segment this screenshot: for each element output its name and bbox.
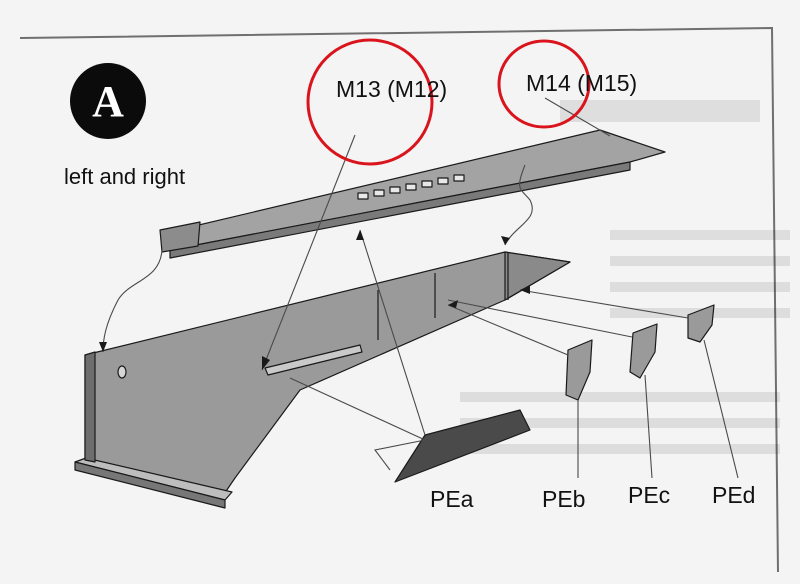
callout-peb: PEb	[542, 486, 586, 512]
m14-highlight-circle	[497, 39, 591, 129]
upper-rail-part	[159, 129, 666, 259]
m13-highlight-circle	[306, 38, 434, 166]
leader-lines	[102, 97, 739, 479]
lower-side-wall-part	[74, 251, 571, 509]
callout-pea: PEa	[430, 486, 474, 512]
leader-arrowheads	[99, 230, 530, 370]
callout-m14: M14 (M15)	[526, 70, 638, 96]
step-letter: A	[92, 76, 124, 126]
pea-plate	[394, 409, 531, 483]
callout-ped: PEd	[712, 482, 756, 508]
callout-m13: M13 (M12)	[336, 76, 448, 102]
callout-pec: PEc	[628, 482, 671, 508]
step-caption: left and right	[64, 164, 186, 189]
peb-plate	[565, 339, 593, 401]
pec-plate	[629, 323, 658, 379]
ped-plate	[687, 304, 715, 343]
photo-etch-pieces	[394, 304, 715, 483]
step-badge: A	[70, 63, 146, 139]
highlight-circles	[306, 38, 591, 166]
page-frame	[19, 26, 779, 573]
